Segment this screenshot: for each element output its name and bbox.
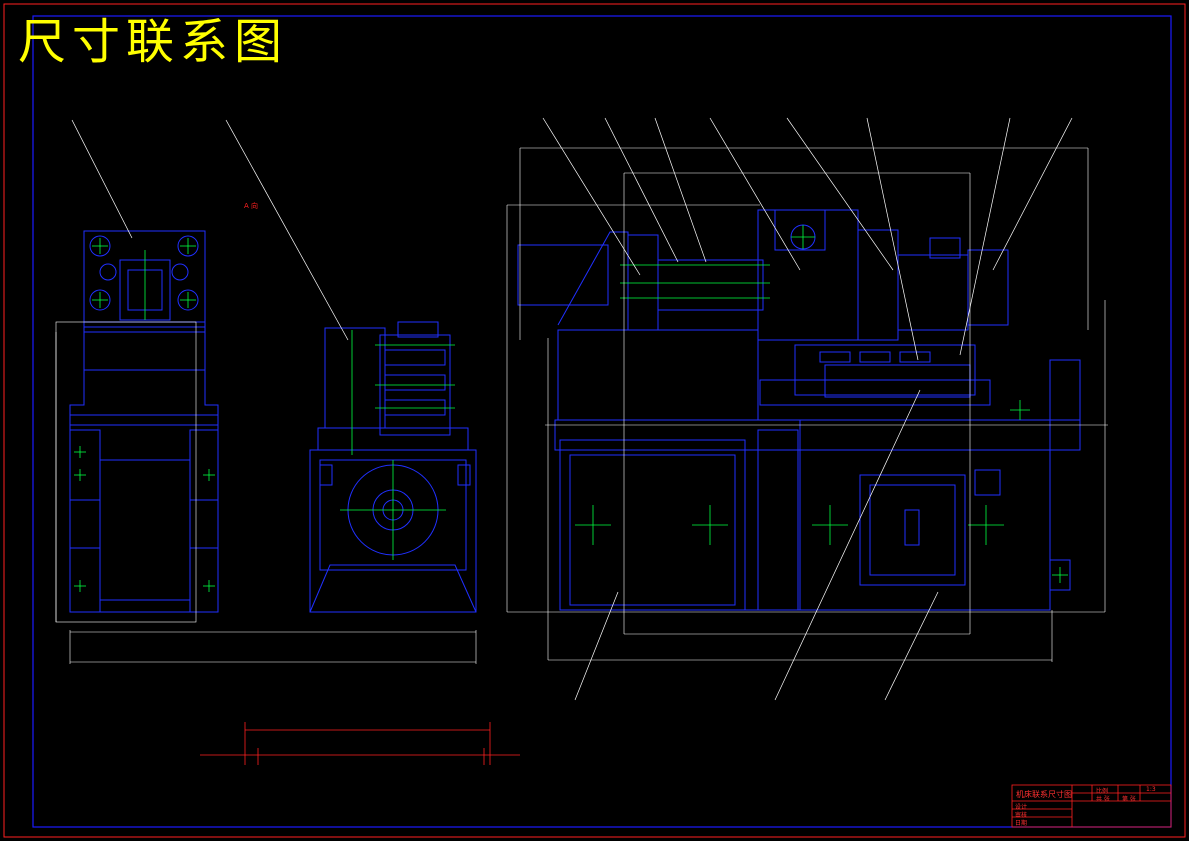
middle-centerlines bbox=[340, 330, 455, 560]
bottom-dimension-chain bbox=[200, 722, 520, 765]
title-block bbox=[1011, 784, 1172, 828]
right-dimension-lines bbox=[506, 147, 1108, 662]
left-side-view bbox=[55, 230, 219, 623]
direction-label: A 向 bbox=[244, 202, 259, 210]
title-block-row-design: 设计 bbox=[1015, 804, 1028, 811]
left-dimension-lines bbox=[55, 332, 477, 664]
drawing-title: 尺寸联系图 bbox=[18, 14, 289, 70]
title-block-row-date: 日期 bbox=[1015, 820, 1028, 827]
title-block-row-review: 审核 bbox=[1015, 812, 1028, 819]
leader-lines bbox=[71, 117, 1073, 701]
outer-border bbox=[3, 3, 1186, 838]
title-block-scale-label: 比例 bbox=[1096, 788, 1109, 795]
right-centerlines bbox=[575, 225, 1068, 583]
title-block-name: 机床联系尺寸图 bbox=[1016, 790, 1072, 799]
left-centerlines bbox=[74, 238, 215, 592]
inner-border bbox=[32, 15, 1172, 828]
right-main-view bbox=[517, 209, 1081, 611]
title-block-sheet-label: 共 张 bbox=[1096, 796, 1110, 803]
title-block-scale: 1:3 bbox=[1146, 786, 1156, 793]
title-block-sheet-no: 第 张 bbox=[1122, 796, 1136, 803]
